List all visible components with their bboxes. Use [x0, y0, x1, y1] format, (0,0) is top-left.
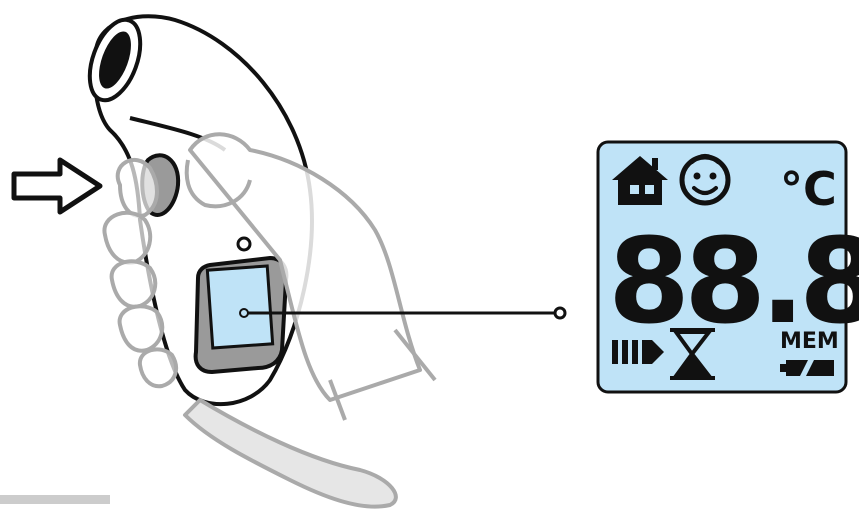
lcd-enlarged: °C 88.8 MEM [596, 140, 859, 394]
signal-arrow-icon [612, 340, 664, 364]
home-icon [612, 156, 668, 205]
battery-icon [780, 360, 834, 376]
callout-end-dot [553, 306, 567, 320]
device-screen [205, 264, 275, 350]
unit-label: °C [780, 162, 837, 216]
hand-outline [102, 132, 437, 509]
face-icon [679, 154, 731, 206]
hourglass-icon [670, 328, 715, 380]
mem-label: MEM [780, 329, 839, 354]
trigger-press-arrow [11, 157, 103, 215]
device-sensor-dot [236, 236, 252, 252]
callout-start-dot [239, 308, 249, 318]
temperature-digits: 88.8 [608, 212, 859, 350]
footer-bar [0, 495, 110, 504]
